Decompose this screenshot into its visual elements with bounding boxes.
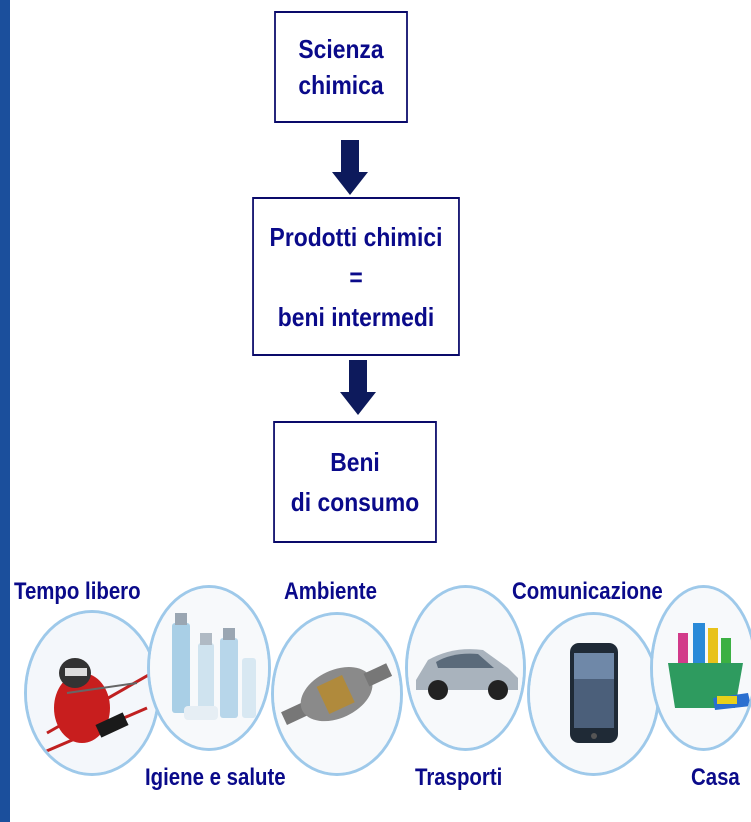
left-accent-bar	[0, 0, 10, 822]
household-products-image-icon	[650, 585, 751, 751]
catalytic-converter-image-icon	[271, 612, 403, 776]
label-ambiente: Ambiente	[284, 578, 377, 605]
down-arrow-icon	[332, 140, 368, 195]
box2-line1: Prodotti chimici	[269, 221, 443, 252]
box-beni-di-consumo: Beni di consumo	[273, 421, 437, 543]
box2-line2: =	[349, 261, 363, 292]
label-igiene-salute: Igiene e salute	[145, 764, 286, 791]
label-trasporti: Trasporti	[415, 764, 503, 791]
box3-line1: Beni	[330, 447, 380, 477]
label-tempo-libero: Tempo libero	[14, 578, 141, 605]
skier-image-icon	[24, 610, 160, 776]
box-scienza-chimica: Scienza chimica	[274, 11, 408, 123]
car-image-icon	[405, 585, 526, 751]
box-prodotti-chimici: Prodotti chimici = beni intermedi	[252, 197, 460, 356]
box1-line2: chimica	[298, 70, 384, 100]
box3-line2: di consumo	[290, 487, 420, 517]
box1-line1: Scienza	[298, 34, 384, 64]
box2-line3: beni intermedi	[277, 301, 435, 332]
down-arrow-icon	[340, 360, 376, 415]
label-casa: Casa	[691, 764, 740, 791]
label-comunicazione: Comunicazione	[512, 578, 663, 605]
cosmetics-image-icon	[147, 585, 271, 751]
smartphone-image-icon	[527, 612, 660, 776]
